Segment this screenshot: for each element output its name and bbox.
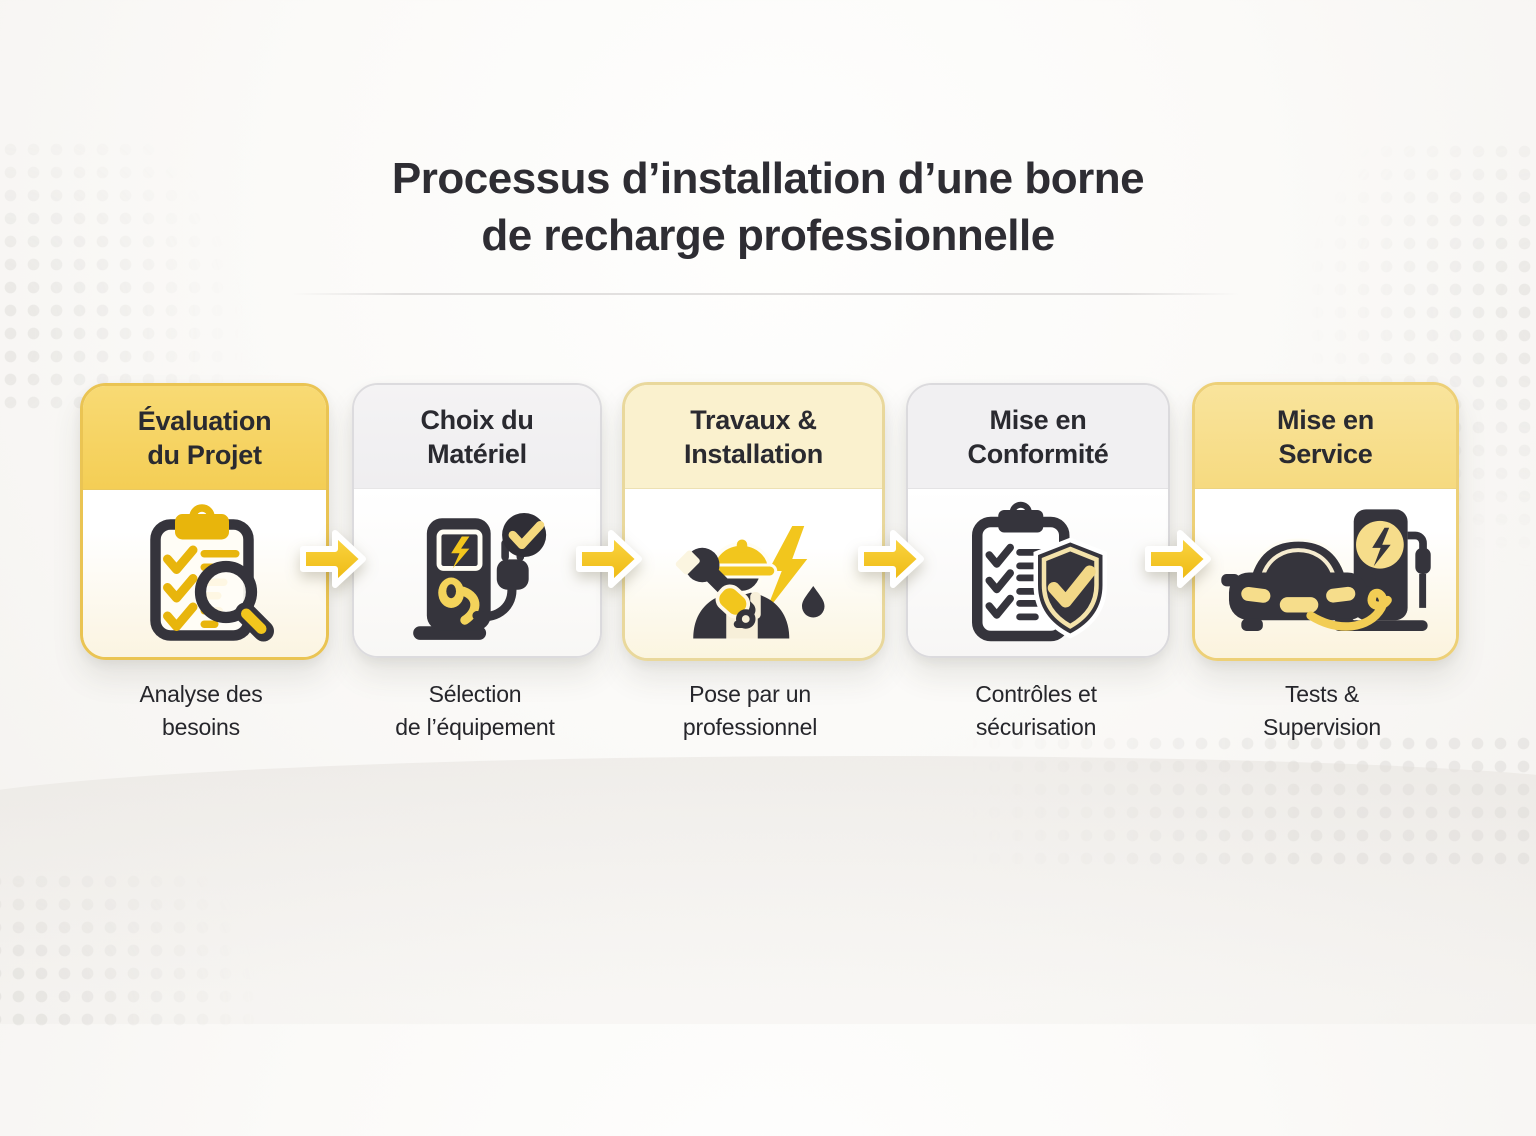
step-card-header: Choix du Matériel: [354, 385, 600, 489]
step-caption: Pose par un professionnel: [682, 681, 818, 740]
arrow-right-icon: [858, 528, 924, 590]
ev-charger-check-icon: [413, 512, 547, 640]
step-title: Évaluation du Projet: [137, 405, 272, 470]
halftone-dots-bottom-left: [0, 870, 304, 1030]
step-card-evaluation-du-projet: Évaluation du Projet: [80, 383, 329, 660]
step-caption: Tests & Supervision: [1263, 681, 1381, 740]
step-card-mise-en-conformite: Mise en Conformité: [906, 383, 1170, 658]
step-caption: Analyse des besoins: [139, 681, 263, 740]
step-card-body: [83, 490, 326, 657]
step-card-header: Évaluation du Projet: [83, 386, 326, 490]
arrow-right-icon: [576, 528, 642, 590]
page-title: Processus d’installation d’une borne de …: [391, 154, 1145, 260]
step-card-body: [354, 489, 600, 656]
step-title: Choix du Matériel: [420, 404, 534, 469]
step-title: Mise en Conformité: [967, 404, 1109, 469]
step-card-body: [625, 489, 882, 658]
arrow-right-icon: [1145, 528, 1211, 590]
step-card-body: [1195, 489, 1456, 658]
step-card-header: Mise en Conformité: [908, 385, 1168, 489]
step-card-body: [908, 489, 1168, 656]
step-title: Travaux & Installation: [684, 404, 823, 469]
step-caption: Contrôles et sécurisation: [975, 681, 1097, 740]
step-card-choix-du-materiel: Choix du Matériel: [352, 383, 602, 658]
halftone-dots-bottom: [960, 732, 1536, 872]
step-card-travaux-installation: Travaux & Installation: [622, 382, 885, 661]
step-card-header: Mise en Service: [1195, 385, 1456, 489]
step-card-header: Travaux & Installation: [625, 385, 882, 489]
step-title: Mise en Service: [1277, 404, 1374, 469]
background-wave: [0, 756, 1536, 1136]
clipboard-search-icon: [149, 503, 274, 641]
technician-tools-icon: [675, 525, 824, 638]
arrow-right-icon: [300, 528, 366, 590]
checklist-shield-icon: [972, 501, 1107, 641]
car-charging-icon: [1220, 508, 1431, 631]
step-caption: Sélection de l’équipement: [395, 681, 555, 740]
title-divider: [291, 293, 1240, 295]
step-card-mise-en-service: Mise en Service: [1192, 382, 1459, 661]
